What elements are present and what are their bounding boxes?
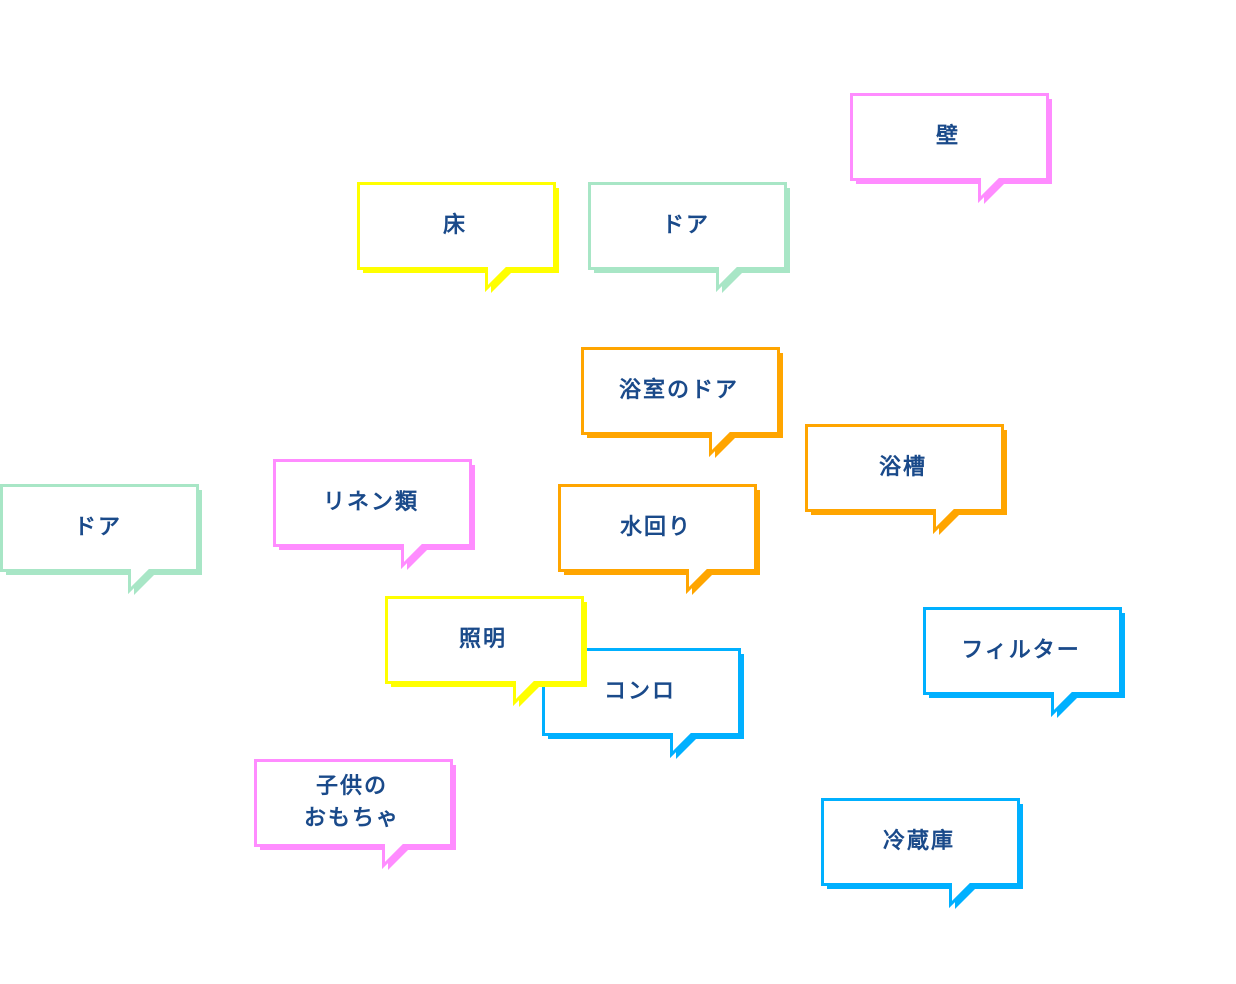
speech-bubble-kids-toys: 子供の おもちゃ — [254, 759, 460, 870]
bubble-label: 水回り — [619, 515, 692, 540]
bubble-label: 冷蔵庫 — [882, 829, 955, 854]
speech-bubble-shape — [0, 484, 202, 595]
speech-bubble-lighting: 照明 — [385, 596, 591, 707]
speech-bubble-shape — [542, 648, 744, 759]
speech-bubble-wall: 壁 — [850, 93, 1056, 204]
bubble-label: 床 — [442, 213, 467, 238]
bubble-label: 照明 — [458, 627, 507, 652]
speech-bubble-floor: 床 — [357, 182, 563, 293]
bubble-face — [588, 182, 787, 293]
bubble-label: ドア — [73, 515, 122, 540]
bubble-label: 壁 — [935, 124, 960, 149]
bubble-face — [821, 798, 1020, 909]
bubble-face — [923, 607, 1122, 718]
bubble-label: ドア — [661, 213, 710, 238]
speech-bubble-shape — [273, 459, 475, 570]
speech-bubble-linens: リネン類 — [273, 459, 479, 570]
speech-bubble-stove: コンロ — [542, 648, 748, 759]
speech-bubble-shape — [385, 596, 587, 707]
bubble-face — [385, 596, 584, 707]
speech-bubble-shape — [588, 182, 790, 293]
bubble-face — [850, 93, 1049, 204]
bubble-label: 浴室のドア — [618, 378, 739, 403]
speech-bubble-door-left: ドア — [0, 484, 206, 595]
bubble-face — [581, 347, 780, 458]
speech-bubble-shape — [558, 484, 760, 595]
speech-bubble-bathtub: 浴槽 — [805, 424, 1011, 535]
bubble-face — [273, 459, 472, 570]
bubble-label: コンロ — [603, 679, 676, 704]
speech-bubble-shape — [821, 798, 1023, 909]
speech-bubble-shape — [923, 607, 1125, 718]
bubble-face — [805, 424, 1004, 535]
bubble-face — [254, 759, 453, 870]
bubble-label: フィルター — [961, 638, 1081, 663]
speech-bubble-filter: フィルター — [923, 607, 1129, 718]
speech-bubble-water-area: 水回り — [558, 484, 764, 595]
bubble-face — [0, 484, 199, 595]
speech-bubble-fridge: 冷蔵庫 — [821, 798, 1027, 909]
speech-bubble-door-top: ドア — [588, 182, 794, 293]
speech-bubble-shape — [581, 347, 783, 458]
speech-bubble-shape — [357, 182, 559, 293]
bubble-label: 子供の おもちゃ — [303, 774, 400, 831]
bubble-face — [357, 182, 556, 293]
speech-bubble-bathroom-door: 浴室のドア — [581, 347, 787, 458]
speech-bubble-shape — [254, 759, 456, 870]
speech-bubble-shape — [805, 424, 1007, 535]
bubble-face — [558, 484, 757, 595]
bubble-label: リネン類 — [322, 490, 419, 515]
bubble-label: 浴槽 — [878, 455, 927, 480]
speech-bubble-shape — [850, 93, 1052, 204]
bubble-face — [542, 648, 741, 759]
